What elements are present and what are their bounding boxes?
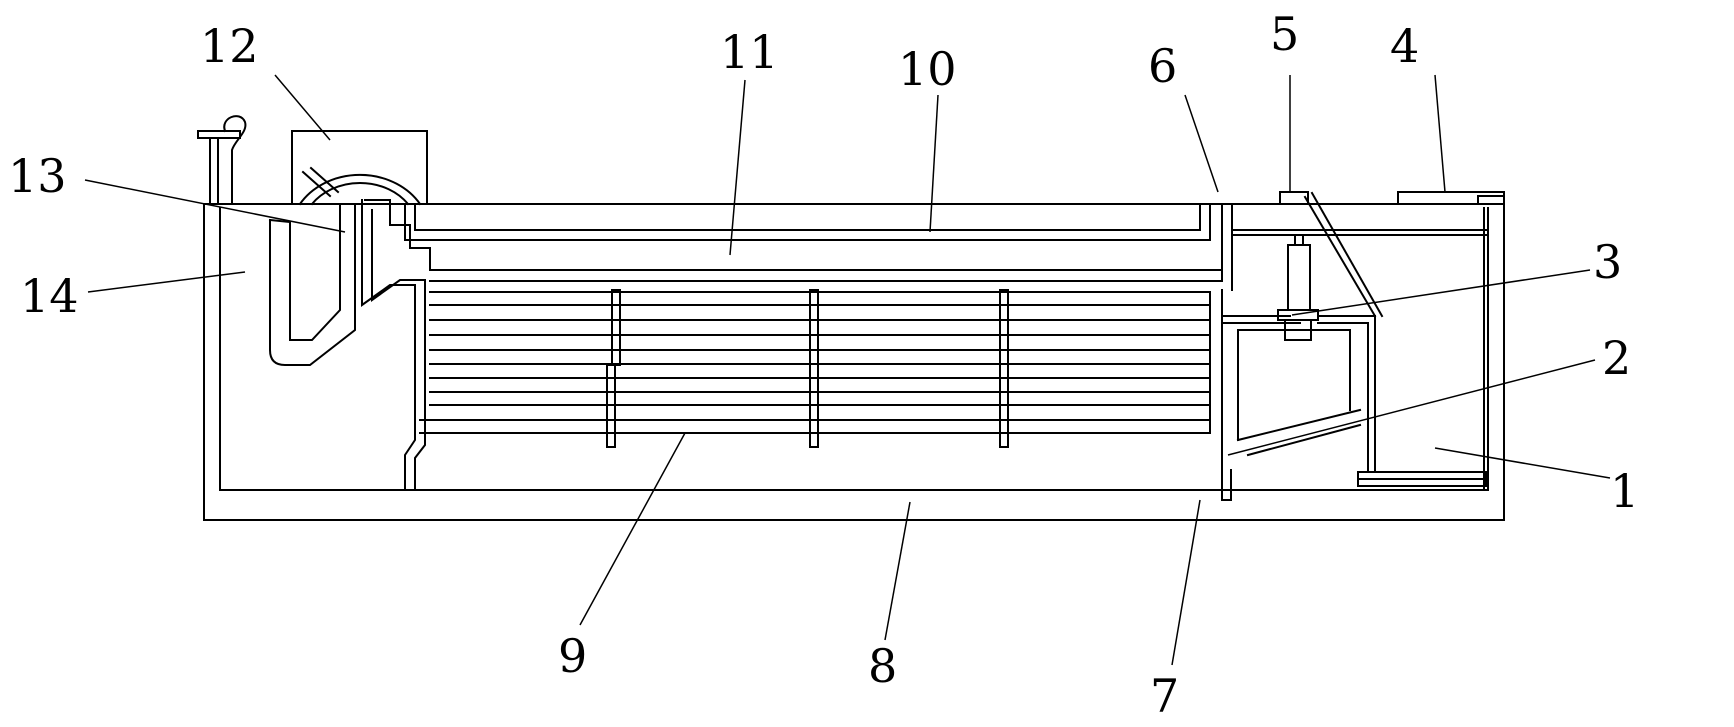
left-pipe [197,115,247,205]
callout-6: 6 [1148,39,1177,93]
trays [404,203,1233,291]
u-pipe [268,203,356,366]
callout-13: 13 [8,149,67,203]
actuator [1277,191,1384,341]
callout-8: 8 [868,639,897,693]
callout-labels: 1 2 3 4 5 6 7 8 9 10 11 12 13 14 [8,7,1639,723]
callout-7: 7 [1150,669,1179,723]
callout-4: 4 [1390,19,1419,73]
callout-2: 2 [1602,331,1631,385]
callout-3: 3 [1593,235,1622,289]
tube-bundle [419,291,1211,434]
callout-1: 1 [1610,464,1639,518]
motor-housing [291,130,428,206]
callout-14: 14 [20,269,79,323]
callout-10: 10 [898,42,957,96]
baffles [606,289,1009,448]
callout-9: 9 [558,629,587,683]
callout-5: 5 [1270,7,1299,61]
stepped-wall [361,199,431,491]
leader-lines [84,74,1611,666]
right-chamber [1221,191,1505,501]
callout-11: 11 [720,25,779,79]
callout-12: 12 [200,19,259,73]
